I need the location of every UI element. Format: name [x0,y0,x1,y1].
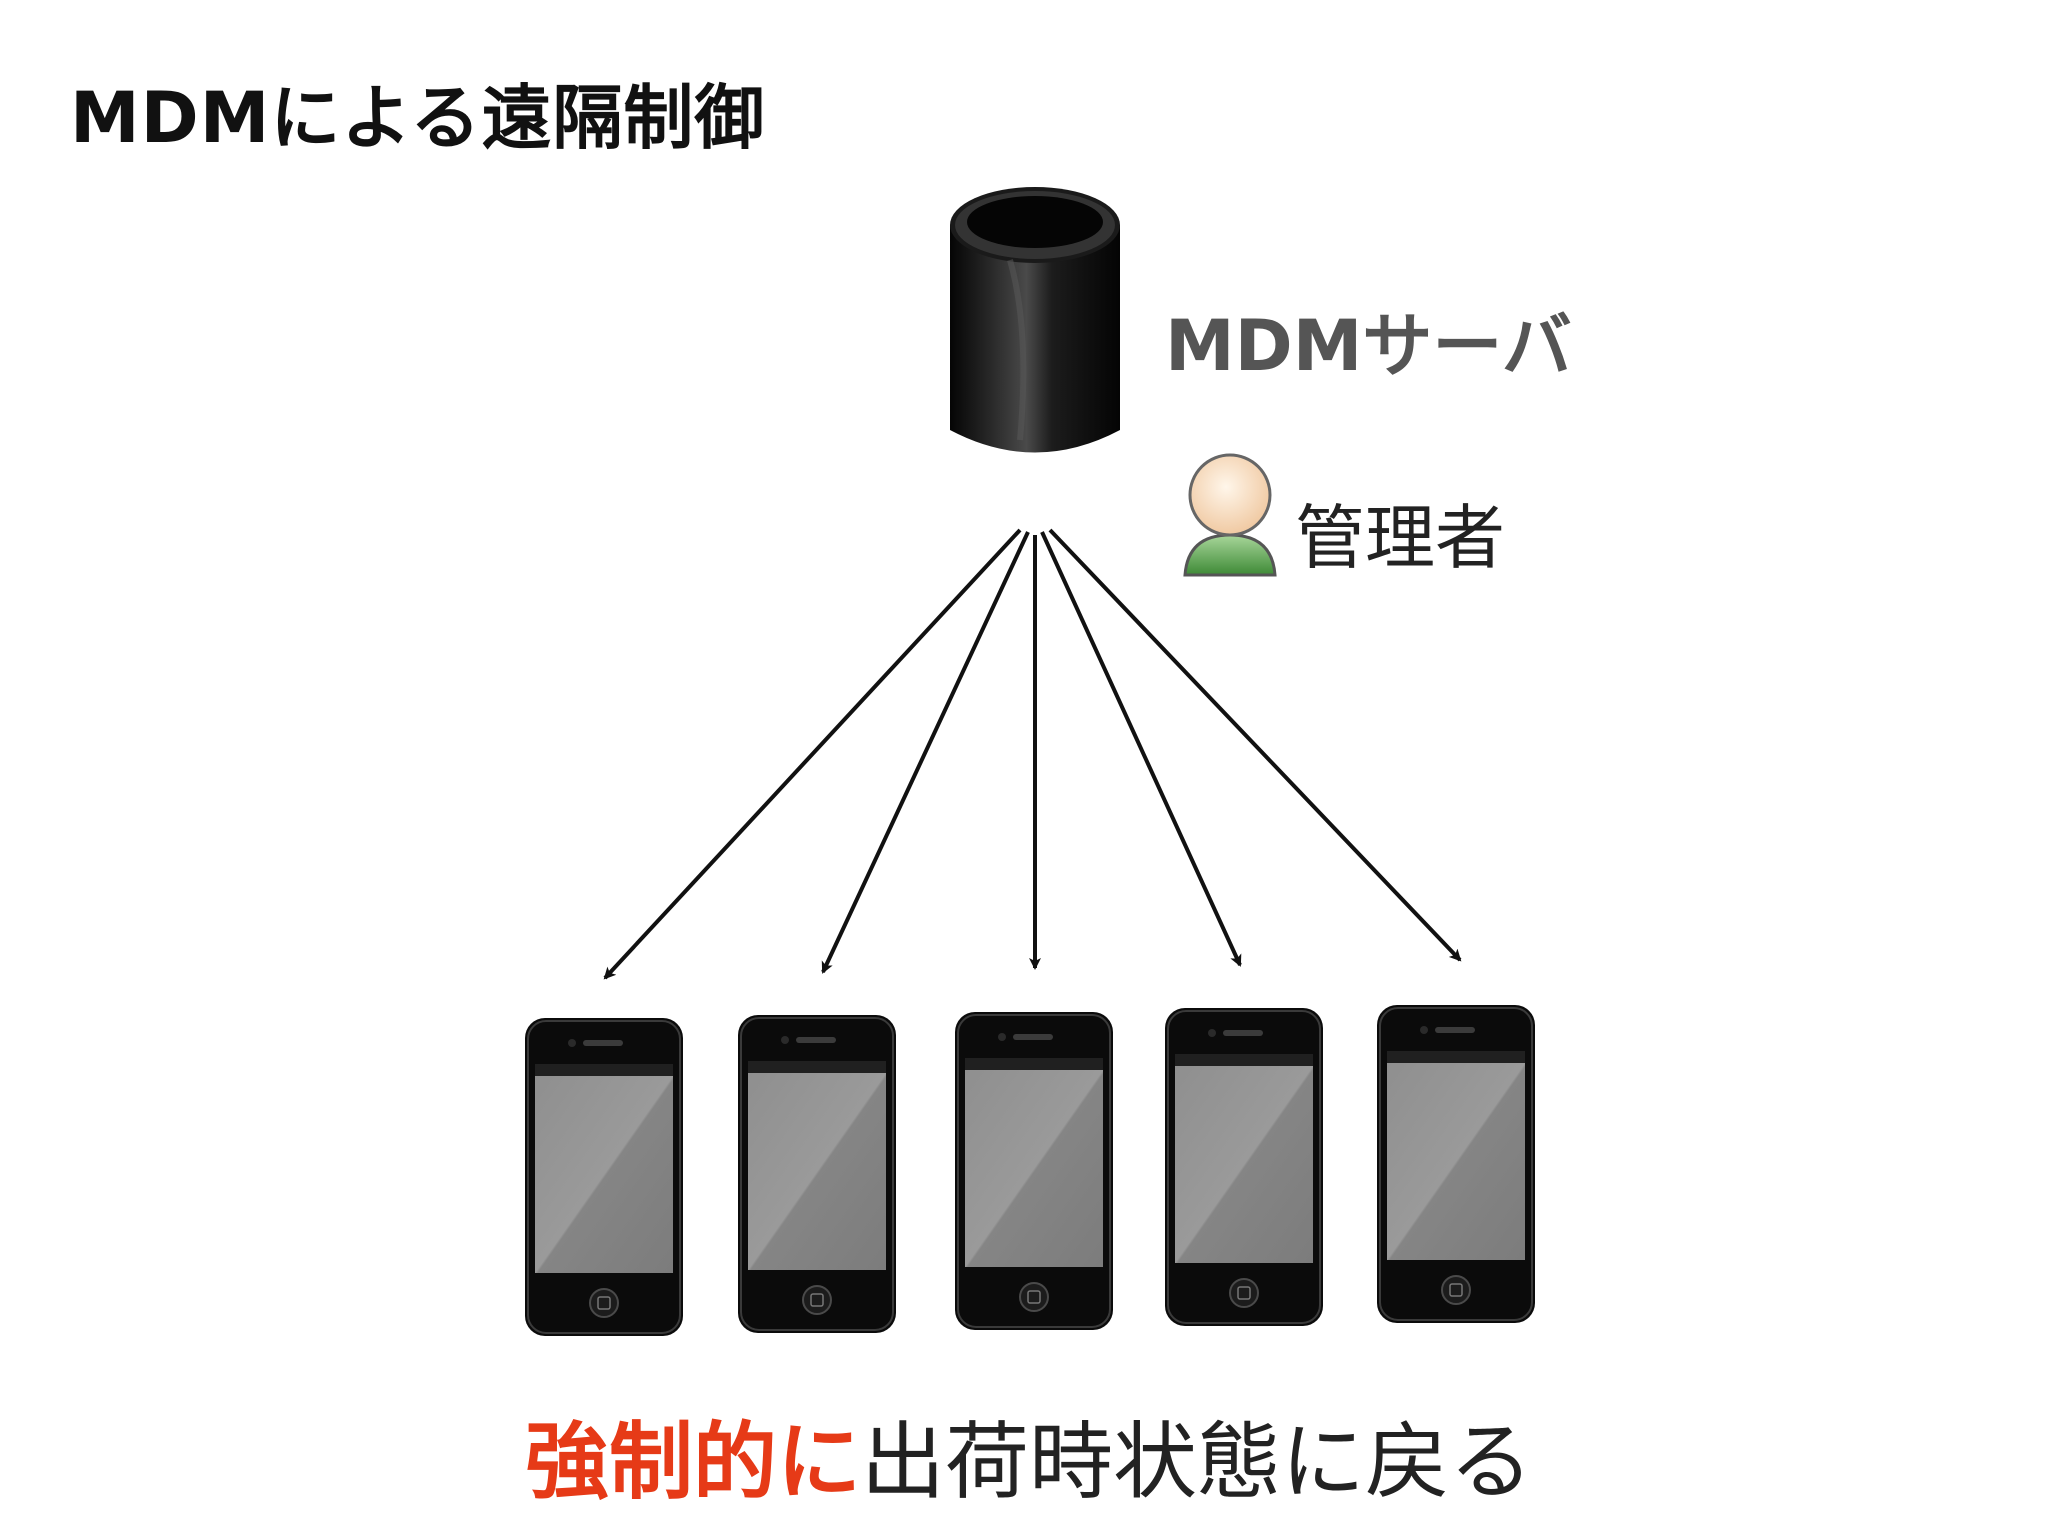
admin-user-icon [1183,453,1277,577]
iphone-icon [1376,1004,1536,1324]
arrow-to-device-1 [603,528,1022,980]
iphone-icon [1164,1007,1324,1327]
admin-label: 管理者 [1295,497,1505,579]
caption: 強制的に出荷時状態に戻る [525,1395,1533,1516]
server-label: MDMサーバ [1165,305,1572,387]
iphone-icon [524,1017,684,1337]
mac-pro-server-icon [950,187,1120,453]
caption-emphasis: 強制的に [525,1413,862,1511]
device-list [524,1004,1536,1337]
caption-rest: 出荷時状態に戻る [861,1413,1534,1511]
slide-title: MDMによる遠隔制御 [70,77,766,159]
arrow-to-device-4 [1040,531,1242,967]
connection-arrows [603,528,1462,980]
iphone-icon [737,1014,897,1334]
arrow-to-device-5 [1048,528,1462,962]
iphone-icon [954,1011,1114,1331]
arrow-to-device-2 [821,531,1030,974]
